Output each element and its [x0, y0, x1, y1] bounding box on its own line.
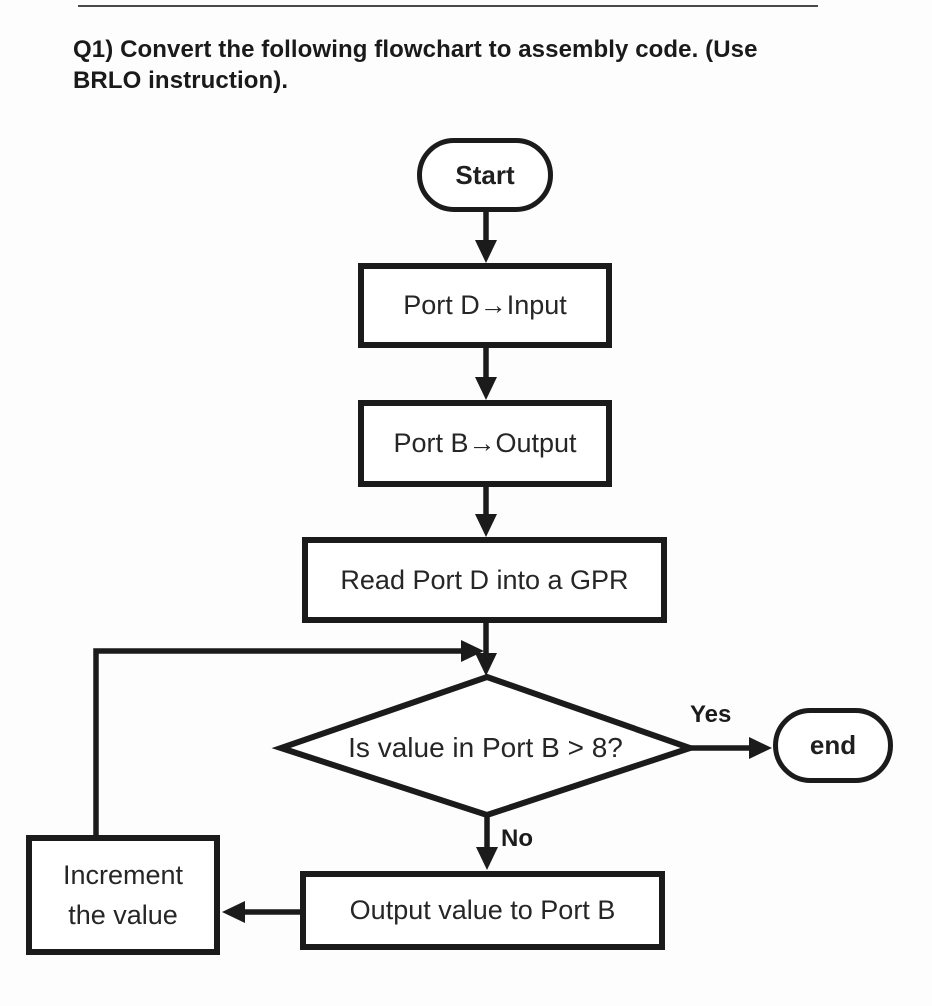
- node-start-label: Start: [455, 159, 515, 190]
- node-read-port-d: Read Port D into a GPR: [302, 537, 667, 623]
- node-output-value-label: Output value to Port B: [349, 895, 616, 925]
- no-edge-label: No: [501, 825, 533, 852]
- arrowhead-increment-loopback: [461, 640, 484, 662]
- connector-increment-loopback: [93, 648, 464, 838]
- node-start: Start: [417, 138, 553, 212]
- top-divider-line: [78, 5, 818, 7]
- node-port-d-input-label: Port D→Input: [403, 290, 567, 320]
- node-end: end: [773, 708, 893, 783]
- question-title-line2: BRLO instruction).: [73, 67, 289, 94]
- arrowhead-portb-to-read: [475, 514, 497, 537]
- node-increment: Increment the value: [26, 835, 220, 955]
- arrowhead-output-to-increment: [222, 901, 245, 923]
- node-read-port-d-label: Read Port D into a GPR: [340, 564, 629, 595]
- arrowhead-read-to-decision: [475, 653, 497, 676]
- arrowhead-portd-to-portb: [475, 377, 497, 400]
- arrowhead-decision-to-output: [476, 847, 498, 870]
- yes-edge-label: Yes: [690, 701, 732, 728]
- node-output-value: Output value to Port B: [300, 871, 665, 950]
- question-title: Q1) Convert the following flowchart to a…: [73, 34, 818, 96]
- node-increment-label: Increment the value: [62, 859, 184, 931]
- arrowhead-start-to-portd: [475, 240, 497, 263]
- arrowhead-decision-to-end: [749, 737, 772, 759]
- node-port-d-input: Port D→Input: [358, 263, 612, 348]
- question-title-line1: Q1) Convert the following flowchart to a…: [73, 36, 758, 63]
- node-end-label: end: [809, 730, 857, 760]
- node-port-b-output-label: Port B→Output: [393, 428, 577, 458]
- decision-diamond: [271, 673, 700, 819]
- decision-label: Is value in Port B > 8?: [348, 732, 623, 763]
- node-port-b-output: Port B→Output: [358, 400, 612, 487]
